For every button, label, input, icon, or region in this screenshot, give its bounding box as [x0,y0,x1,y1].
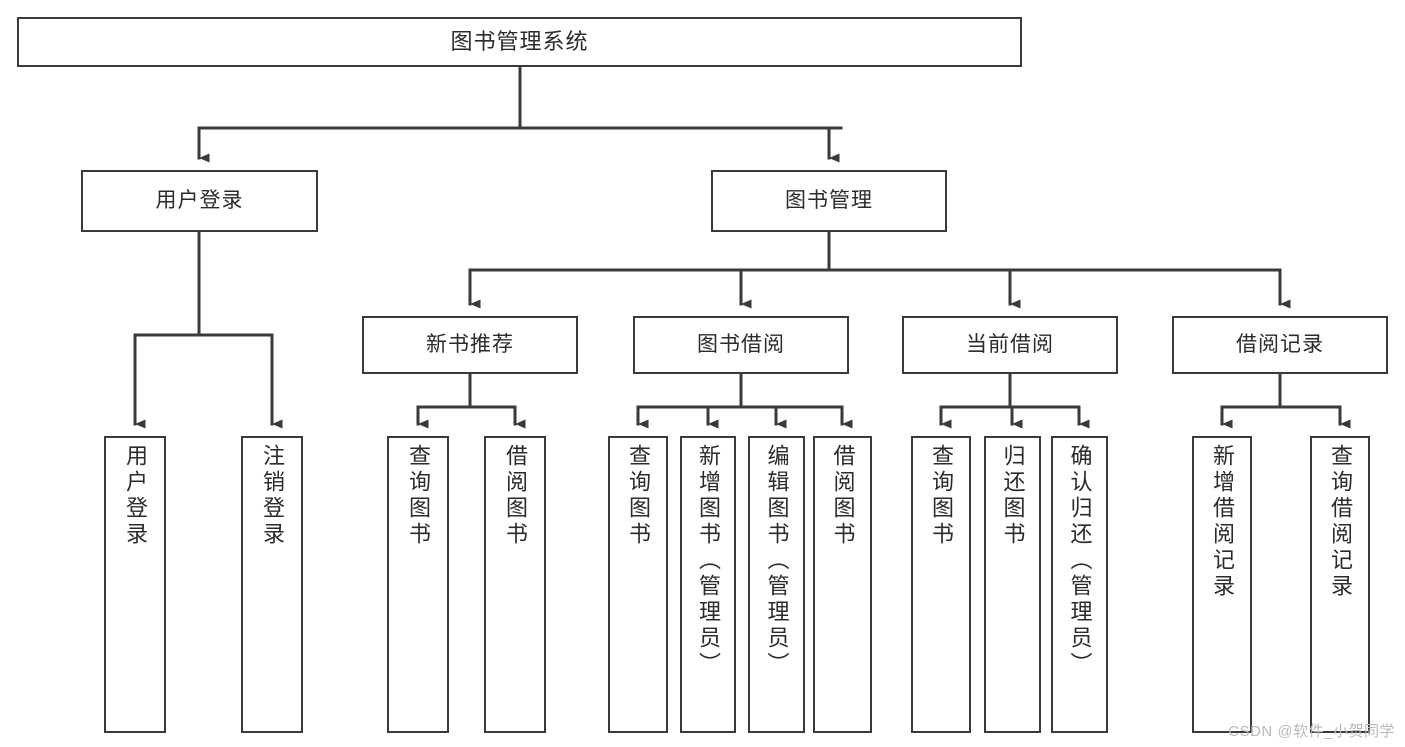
csdn-watermark: CSDN @软件_小贺同学 [1228,723,1395,740]
node-leaf-add-borrow-record[interactable]: 新增借阅记录 [1192,436,1252,733]
node-leaf-user-login[interactable]: 用户登录 [104,436,166,733]
node-leaf-borrow-book-1-label: 借阅图书 [503,444,528,548]
node-root-label: 图书管理系统 [450,28,589,54]
node-book-management[interactable]: 图书管理 [711,170,947,232]
node-borrow-record-label: 借阅记录 [1236,332,1324,356]
node-leaf-query-borrow-record-label: 查询借阅记录 [1328,444,1353,600]
node-book-management-label: 图书管理 [785,188,873,212]
node-borrow-record[interactable]: 借阅记录 [1172,316,1388,374]
node-leaf-confirm-return-label: 确认归还（管理员） [1067,444,1093,678]
node-current-borrow-label: 当前借阅 [966,332,1054,356]
node-leaf-query-book-1-label: 查询图书 [406,444,431,548]
node-leaf-borrow-book-2[interactable]: 借阅图书 [813,436,872,733]
node-leaf-logout[interactable]: 注销登录 [241,436,303,733]
node-leaf-return-book[interactable]: 归还图书 [984,436,1041,733]
node-user-login-label: 用户登录 [155,188,244,212]
node-leaf-add-book-label: 新增图书（管理员） [696,444,721,678]
node-leaf-borrow-book-2-label: 借阅图书 [830,444,856,548]
node-leaf-edit-book[interactable]: 编辑图书（管理员） [748,436,805,733]
node-root[interactable]: 图书管理系统 [17,17,1022,67]
node-leaf-logout-label: 注销登录 [260,444,285,548]
node-new-book-recommend[interactable]: 新书推荐 [362,316,578,374]
node-leaf-query-book-2-label: 查询图书 [626,444,651,548]
node-leaf-add-borrow-record-label: 新增借阅记录 [1210,444,1235,600]
node-leaf-add-book[interactable]: 新增图书（管理员） [680,436,736,733]
node-user-login[interactable]: 用户登录 [81,170,318,232]
node-leaf-confirm-return[interactable]: 确认归还（管理员） [1051,436,1108,733]
node-book-borrow-label: 图书借阅 [697,332,785,356]
node-book-borrow[interactable]: 图书借阅 [633,316,849,374]
node-leaf-borrow-book-1[interactable]: 借阅图书 [484,436,546,733]
node-leaf-query-borrow-record[interactable]: 查询借阅记录 [1310,436,1370,733]
node-current-borrow[interactable]: 当前借阅 [902,316,1118,374]
node-leaf-user-login-label: 用户登录 [123,444,148,548]
node-leaf-query-book-3[interactable]: 查询图书 [911,436,971,733]
node-leaf-query-book-2[interactable]: 查询图书 [608,436,668,733]
node-leaf-edit-book-label: 编辑图书（管理员） [764,444,790,678]
node-leaf-query-book-1[interactable]: 查询图书 [387,436,449,733]
node-leaf-query-book-3-label: 查询图书 [929,444,954,548]
node-leaf-return-book-label: 归还图书 [1000,444,1026,548]
node-new-book-recommend-label: 新书推荐 [426,332,514,356]
